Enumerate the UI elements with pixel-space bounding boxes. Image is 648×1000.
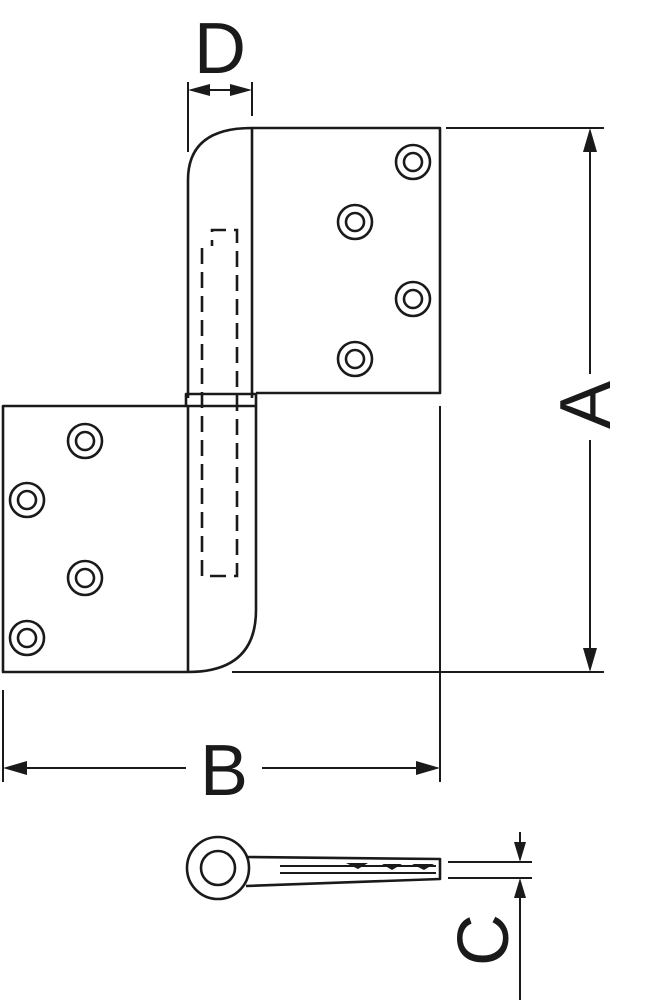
arrow-head [514,842,526,862]
arrow-head [583,128,597,152]
screw-hole [66,422,104,460]
screw-hole [8,481,46,519]
arrow-head [416,761,440,775]
arrow-head [188,84,210,96]
arrow-head [514,878,526,898]
arrow-head [230,84,252,96]
dimension-b-label: B [200,731,248,811]
dimension-c: C [444,832,532,1000]
arrow-head [3,761,27,775]
dimension-b: B [2,406,441,811]
lower-leaf [1,404,258,674]
screw-hole [394,280,432,318]
screw-holes [8,143,432,657]
side-view [185,835,442,901]
dimension-d-label: D [194,9,246,89]
dimension-d: D [187,9,253,152]
screw-hole [8,619,46,657]
dimension-a: A [232,127,626,673]
dimension-a-label: A [546,381,626,429]
upper-leaf [186,126,442,398]
screw-hole [394,143,432,181]
hidden-pin [200,228,239,578]
screw-hole [336,203,374,241]
side-detail [382,864,402,870]
side-detail [346,863,368,869]
knuckle-ring [184,392,258,408]
dimension-c-label: C [444,914,524,966]
screw-hole [66,559,104,597]
screw-hole [336,340,374,378]
side-detail [412,864,434,870]
arrow-head [583,648,597,672]
